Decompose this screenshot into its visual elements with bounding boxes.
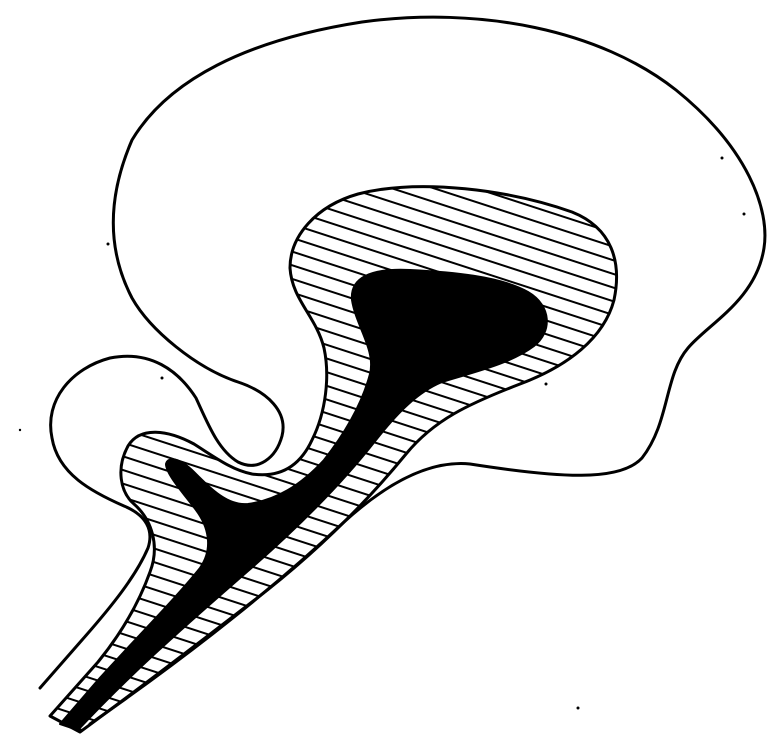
brain-diagram	[0, 0, 772, 738]
